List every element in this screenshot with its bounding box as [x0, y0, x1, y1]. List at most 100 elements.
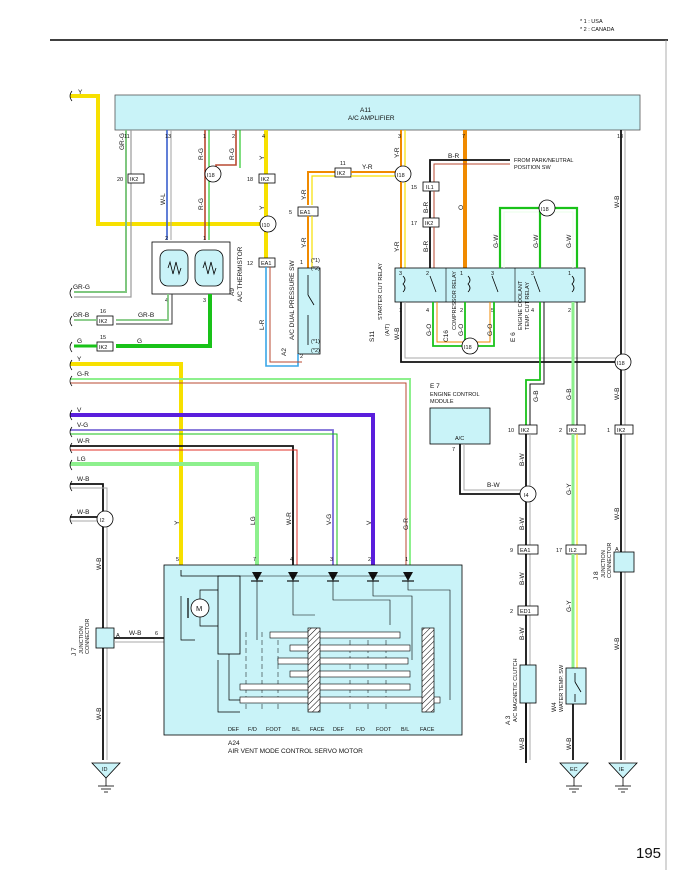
amplifier-name: A/C AMPLIFIER: [348, 115, 395, 122]
wire-label-y-r-d: Y-R: [394, 241, 401, 252]
mode-label-9: B/L: [401, 727, 409, 733]
pin-3-b: 3: [398, 134, 401, 140]
pressure-ref: A2: [281, 348, 288, 356]
wire-label-w-b-ws: W-B: [566, 737, 573, 750]
pin-7-a: 7: [462, 134, 465, 140]
wire-label-w-b-r4: W-B: [614, 637, 621, 650]
wire-label-r-g-c: R-G: [229, 148, 236, 160]
j8-pin-a: A: [615, 547, 619, 553]
j7-ref: J 7: [71, 647, 78, 656]
mode-label-1: DEF: [228, 727, 240, 733]
servo-slider-2: [421, 627, 435, 713]
wire-label-g: G: [137, 338, 142, 345]
pin-1-b: 1: [203, 236, 206, 242]
connector-ik2-f: [422, 217, 440, 228]
wire-label-y-servo: Y: [174, 520, 181, 525]
wire-label-w-b-4: W-B: [96, 707, 103, 720]
wire-label-o: O: [458, 205, 465, 210]
wire-b-w-ecm: [459, 444, 522, 495]
pin-7-b: 7: [452, 447, 455, 453]
pin-5-c: 5: [176, 557, 179, 563]
wire-label-b-w-ecm: B-W: [487, 482, 501, 489]
ecm-pin-ac: A/C: [455, 436, 464, 442]
mode-label-7: F/D: [356, 727, 365, 733]
pin-2-f: 2: [568, 308, 571, 314]
wire-label-y-a: Y: [259, 155, 266, 160]
wire-lg: [70, 462, 259, 570]
wire-label-w-r-left: W-R: [77, 438, 90, 445]
wire-label-w-r-servo: W-R: [286, 512, 293, 525]
ground-id-label: ID: [102, 767, 108, 773]
ecm-name2: MODULE: [430, 399, 454, 405]
pressure-star1-a: (*1): [311, 258, 320, 264]
position-sw-label: POSITION SW: [514, 165, 551, 171]
pin-18: 18: [247, 177, 253, 183]
motor-label: M: [196, 604, 202, 613]
wire-v-g: [70, 429, 334, 570]
ecm-ref: E 7: [430, 383, 440, 390]
connector-i2-label: I2: [100, 518, 105, 524]
wire-g-r: [70, 378, 411, 570]
connector-i4-label: I4: [524, 493, 529, 499]
servo-slider-1: [307, 627, 321, 713]
ac-amplifier-box: [114, 94, 641, 131]
wire-label-b-w-b: B-W: [519, 517, 526, 531]
pin-3-d: 3: [491, 271, 494, 277]
wire-gr-b: [116, 294, 169, 321]
wire-label-l-r: L-R: [259, 319, 266, 330]
pin-11-b: 11: [340, 161, 346, 167]
junction-connector-j7: [95, 627, 115, 649]
wire-label-b-w-d: B-W: [519, 627, 526, 641]
pressure-star2-b: (*2): [311, 348, 320, 354]
pin-4-b: 4: [165, 298, 168, 304]
connector-ik2-i: [566, 424, 586, 435]
j8-name: JUNCTION: [601, 550, 607, 578]
connector-ea1-a-label: EA1: [261, 261, 271, 267]
connector-ik2-c-label: IK2: [99, 319, 107, 325]
wire-label-g-y-b: G-Y: [566, 600, 573, 612]
connector-i10-label: I10: [262, 223, 270, 229]
wire-label-gr-g-pin: GR-G: [119, 133, 126, 150]
thermistor-symbol-2: [202, 260, 217, 276]
wire-b-r: [429, 159, 510, 182]
j7-pin-a: A: [116, 633, 120, 639]
wire-g: [116, 294, 212, 348]
connector-ed1: [517, 605, 539, 616]
starter-relay-name: STARTER CUT RELAY: [378, 263, 384, 320]
connector-il1: [422, 181, 440, 192]
connector-i4: [519, 485, 537, 503]
connector-ik2-f-label: IK2: [425, 221, 433, 227]
compressor-relay-name: COMPRESSOR RELAY: [452, 271, 458, 330]
mode-label-3: FOOT: [266, 727, 282, 733]
wire-y-r-a: [307, 171, 335, 205]
connector-i18-c-label: I18: [541, 207, 549, 213]
wire-label-g-w-c: G-W: [566, 234, 573, 248]
pin-2-d: 2: [426, 271, 429, 277]
pin-15-a: 15: [100, 335, 106, 341]
water-temp-switch-contact: [574, 681, 582, 693]
junction-connector-j8: [613, 551, 635, 573]
connector-i18-c: [538, 199, 556, 217]
ground-ec-label: EC: [570, 767, 578, 773]
connector-i18-d: [461, 337, 479, 355]
pin-4-e: 4: [290, 557, 293, 563]
pressure-star1-b: (*1): [311, 339, 320, 345]
wire-label-gr-b: GR-B: [138, 312, 154, 319]
wire-w-r: [70, 445, 294, 570]
pin-16: 16: [100, 309, 106, 315]
wire-label-g-o-b: G-O: [458, 324, 465, 336]
wire-label-v-servo: V: [366, 520, 373, 525]
connector-ik2-b: [258, 173, 276, 184]
thermistor-symbol-1: [167, 260, 182, 276]
connector-ik2-a: [127, 173, 145, 184]
wire-g-w: [498, 206, 579, 268]
pin-1-c: 1: [300, 260, 303, 266]
amplifier-ref: A11: [360, 107, 371, 114]
starter-cut-relay-symbol: [402, 275, 437, 293]
coolant-cut-relay-symbol: [533, 275, 575, 293]
connector-il1-label: IL1: [426, 185, 434, 191]
ground-ie-label: IE: [619, 767, 625, 773]
ground-id: [91, 762, 121, 793]
connector-i18-d-label: I18: [464, 345, 472, 351]
